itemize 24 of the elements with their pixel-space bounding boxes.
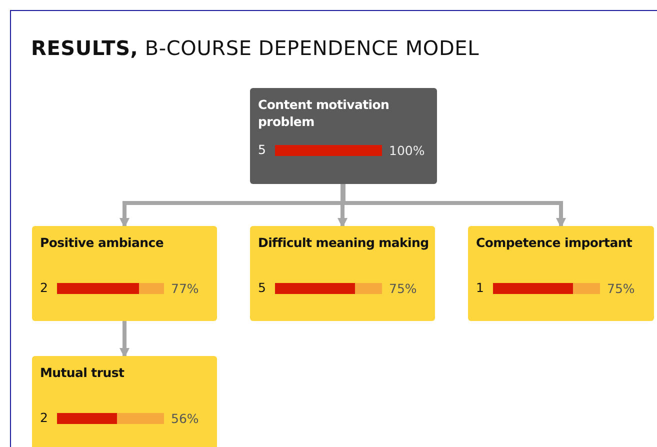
node-box — [32, 226, 217, 321]
percentage-value: 77% — [171, 281, 199, 296]
connector-arrow — [338, 184, 348, 228]
node-title: Content motivation problem — [258, 96, 390, 130]
count-value: 2 — [40, 280, 48, 295]
connector-arrow — [342, 184, 566, 228]
node-title: Mutual trust — [40, 364, 126, 381]
percentage-value: 75% — [607, 281, 635, 296]
percentage-value: 100% — [389, 143, 425, 158]
node-box — [250, 88, 437, 184]
node-box — [250, 226, 435, 321]
node-title: Difficult meaning making — [258, 234, 429, 251]
count-value: 5 — [258, 280, 266, 295]
percentage-value: 75% — [389, 281, 417, 296]
count-value: 2 — [40, 410, 48, 425]
diagram-title: RESULTS, B-COURSE DEPENDENCE MODEL — [31, 36, 480, 60]
node-title: Competence important — [476, 234, 634, 251]
node-box — [468, 226, 654, 321]
node-box — [32, 356, 217, 447]
connector-arrow — [120, 321, 130, 358]
count-value: 1 — [476, 280, 484, 295]
node-title: Positive ambiance — [40, 234, 165, 251]
count-value: 5 — [258, 142, 266, 157]
percentage-value: 56% — [171, 411, 199, 426]
